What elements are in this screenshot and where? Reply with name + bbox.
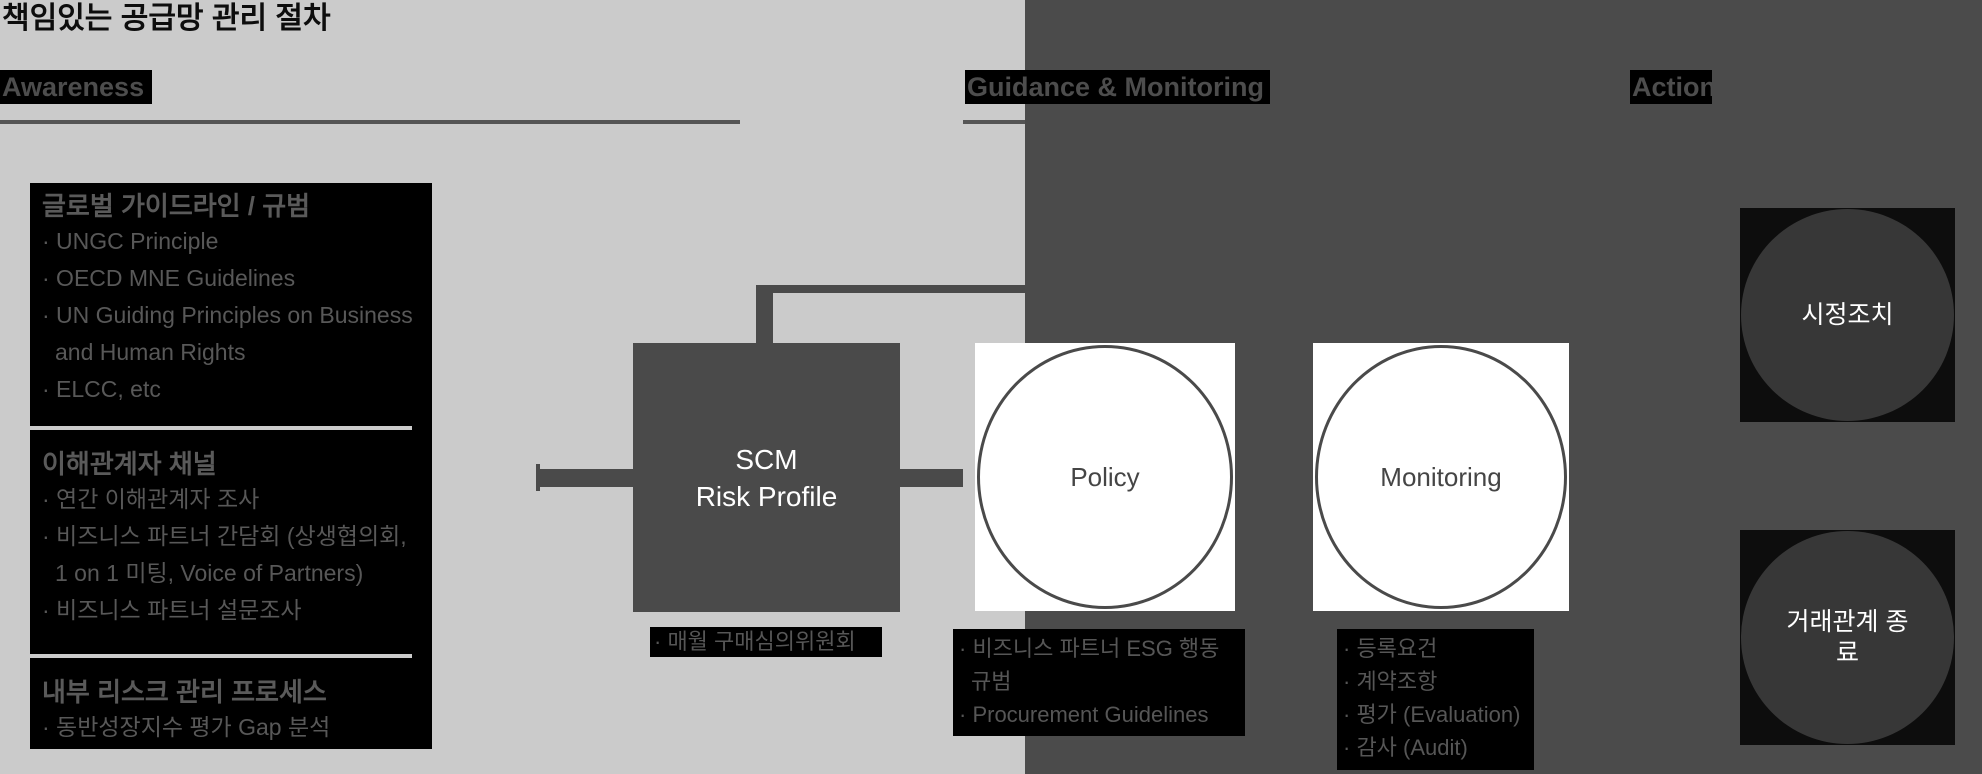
- scm-label-line1: SCM: [735, 443, 798, 475]
- panel-divider: [30, 654, 412, 658]
- connector-awareness-to-scm: [538, 469, 633, 487]
- guidance-underline: [963, 120, 1025, 124]
- action-label: 시정조치: [1801, 300, 1894, 329]
- action-corrective-measures: 시정조치: [1740, 208, 1955, 422]
- list-item: · 비즈니스 파트너 설문조사: [42, 597, 302, 623]
- list-item: · 연간 이해관계자 조사: [42, 486, 260, 512]
- policy-circle: Policy: [977, 345, 1233, 609]
- note-item: · 등록요건: [1343, 636, 1438, 661]
- note-item: · 비즈니스 파트너 ESG 행동 규범: [959, 636, 1220, 694]
- policy-label: Policy: [1070, 461, 1140, 492]
- page-title: 책임있는 공급망 관리 절차: [2, 2, 331, 35]
- group-internal-risk-process: 내부 리스크 관리 프로세스 · 동반성장지수 평가 Gap 분석: [42, 675, 422, 746]
- action-label: 거래관계 종료: [1786, 607, 1909, 667]
- action-circle: 거래관계 종료: [1741, 531, 1954, 744]
- list-item: · UNGC Principle: [42, 228, 219, 254]
- policy-node: Policy: [975, 343, 1235, 611]
- header-action: Action: [1630, 70, 1712, 104]
- header-awareness: Awareness: [0, 70, 152, 104]
- connector-scm-to-policy: [900, 469, 963, 487]
- connector-scm-top-vertical: [756, 285, 773, 343]
- note-item: · 평가 (Evaluation): [1343, 702, 1521, 727]
- monitoring-circle: Monitoring: [1315, 345, 1567, 609]
- note-item: · Procurement Guidelines: [959, 702, 1209, 727]
- awareness-underline: [0, 120, 740, 124]
- monitoring-label: Monitoring: [1380, 461, 1502, 492]
- note-item: · 감사 (Audit): [1343, 735, 1468, 760]
- header-guidance-monitoring: Guidance & Monitoring: [965, 70, 1270, 104]
- list-item: · UN Guiding Principles on Business and …: [42, 302, 413, 365]
- note-item: · 계약조항: [1343, 669, 1438, 694]
- monitoring-node: Monitoring: [1313, 343, 1569, 611]
- group-heading: 내부 리스크 관리 프로세스: [42, 677, 327, 707]
- monitoring-notes: · 등록요건 · 계약조항 · 평가 (Evaluation) · 감사 (Au…: [1337, 629, 1534, 770]
- action-terminate-relationship: 거래관계 종료: [1740, 530, 1955, 745]
- list-item: · 비즈니스 파트너 간담회 (상생협의회, 1 on 1 미팅, Voice …: [42, 523, 407, 586]
- group-global-guidelines: 글로벌 가이드라인 / 규범 · UNGC Principle · OECD M…: [42, 189, 422, 408]
- group-heading: 이해관계자 채널: [42, 449, 217, 479]
- awareness-info-panel: 글로벌 가이드라인 / 규범 · UNGC Principle · OECD M…: [30, 183, 432, 749]
- scm-label-line2: Risk Profile: [695, 480, 838, 512]
- group-heading: 글로벌 가이드라인 / 규범: [42, 191, 311, 221]
- policy-notes: · 비즈니스 파트너 ESG 행동 규범 · Procurement Guide…: [953, 629, 1245, 736]
- list-item: · OECD MNE Guidelines: [42, 265, 296, 291]
- scm-risk-profile-box: SCM Risk Profile: [633, 343, 900, 612]
- panel-divider: [30, 426, 412, 430]
- group-stakeholder-channels: 이해관계자 채널 · 연간 이해관계자 조사 · 비즈니스 파트너 간담회 (상…: [42, 447, 422, 629]
- action-circle: 시정조치: [1741, 209, 1954, 421]
- scm-note: · 매월 구매심의위원회: [650, 627, 882, 657]
- connector-scm-top-horizontal: [772, 285, 1025, 293]
- list-item: · 동반성장지수 평가 Gap 분석: [42, 714, 331, 740]
- list-item: · ELCC, etc: [42, 376, 161, 402]
